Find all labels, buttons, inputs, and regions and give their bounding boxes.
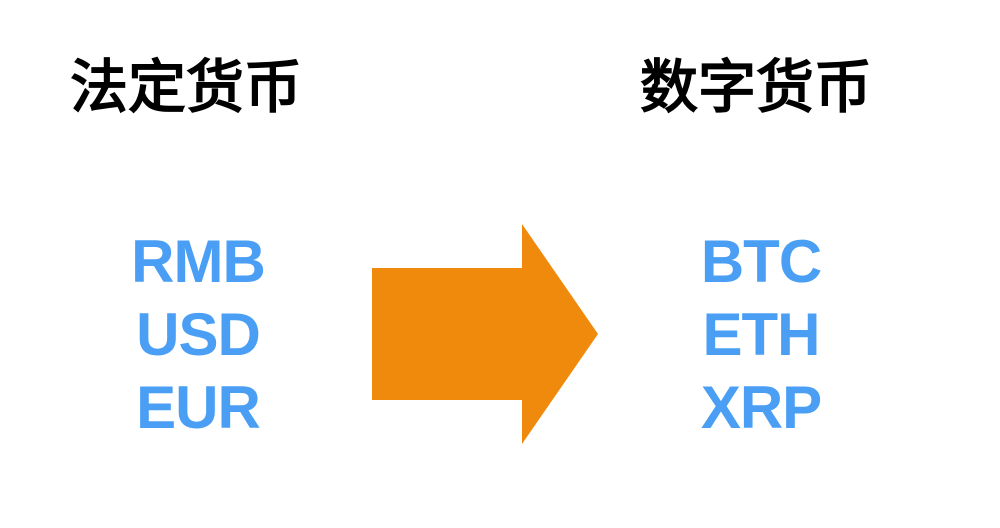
digital-currency-code: ETH bbox=[702, 301, 821, 368]
fiat-currency-title: 法定货币 bbox=[70, 53, 303, 121]
fiat-currency-code: EUR bbox=[136, 374, 261, 441]
digital-currency-code: XRP bbox=[700, 374, 822, 441]
digital-currency-list: BTC ETH XRP bbox=[631, 225, 891, 444]
fiat-currency-code: RMB bbox=[131, 228, 266, 295]
fiat-currency-code: USD bbox=[136, 301, 261, 368]
right-arrow-icon bbox=[372, 224, 598, 444]
digital-currency-code: BTC bbox=[700, 228, 822, 295]
digital-currency-title: 数字货币 bbox=[640, 53, 873, 121]
fiat-currency-list: RMB USD EUR bbox=[68, 225, 328, 444]
right-arrow-shape bbox=[372, 224, 598, 444]
